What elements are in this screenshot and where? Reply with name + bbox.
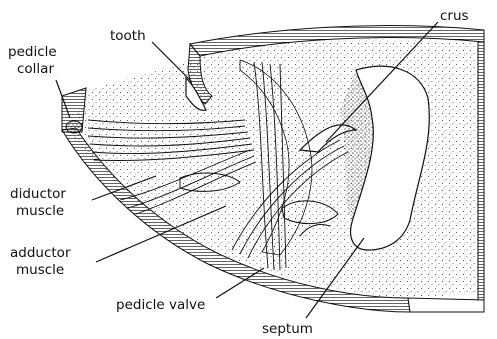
label-pedicle-collar-line2: collar: [17, 61, 54, 77]
pedicle-valve-lip: [408, 298, 484, 312]
label-crus: crus: [440, 8, 469, 24]
label-diductor-line2: muscle: [16, 203, 64, 219]
label-tooth: tooth: [110, 28, 146, 44]
label-adductor-line2: muscle: [16, 262, 64, 278]
label-pedicle-valve: pedicle valve: [116, 297, 205, 313]
label-diductor-line1: diductor: [10, 186, 66, 202]
label-pedicle-collar-line1: pedicle: [8, 44, 57, 60]
pedicle-collar-knob: [66, 121, 82, 133]
shell-right-edge: [478, 42, 484, 300]
label-septum: septum: [262, 321, 313, 337]
label-adductor-line1: adductor: [10, 245, 71, 261]
